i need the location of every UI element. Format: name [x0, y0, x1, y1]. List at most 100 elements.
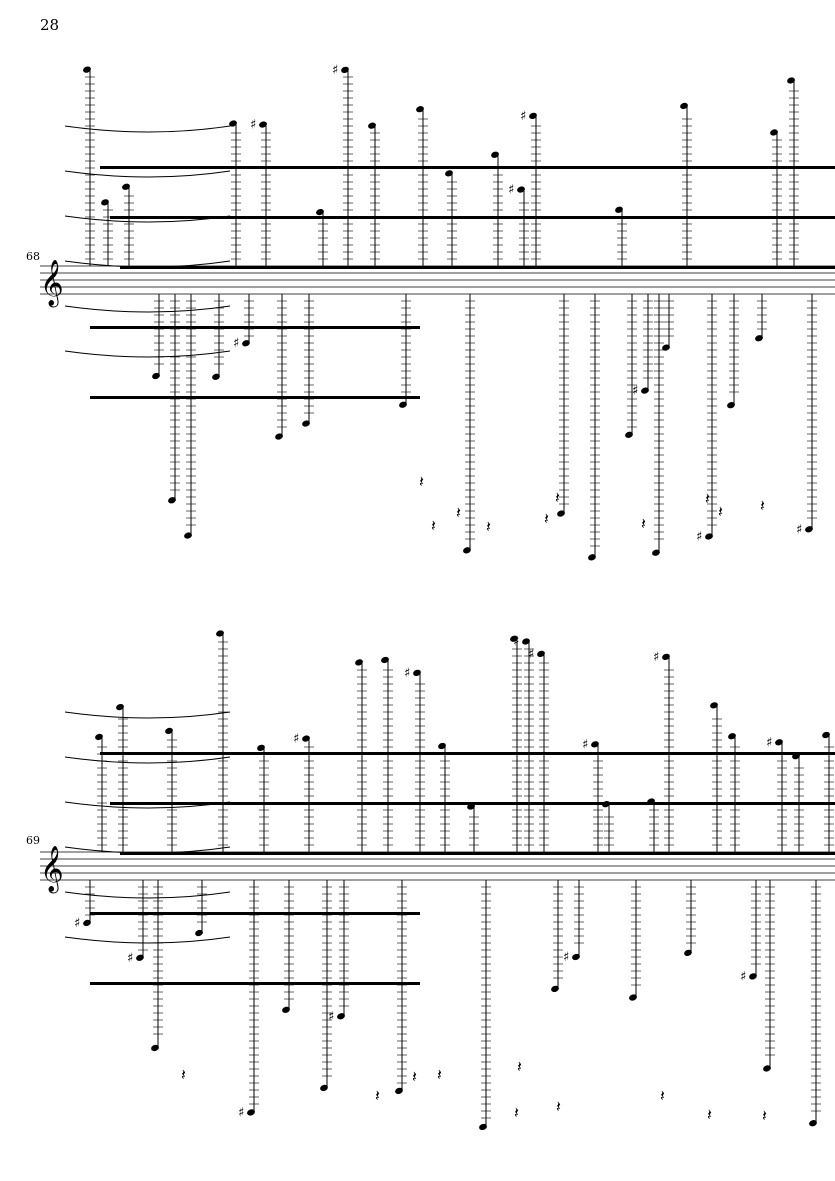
notehead: [320, 1084, 328, 1092]
rest-icon: 𝄽: [705, 489, 710, 508]
notehead: [749, 973, 757, 980]
notehead: [355, 659, 363, 666]
rest-icon: 𝄽: [514, 1103, 519, 1122]
notehead: [316, 208, 324, 216]
notehead: [551, 985, 559, 993]
notehead: [822, 731, 830, 739]
notehead: [588, 554, 596, 561]
notehead: [168, 497, 176, 504]
notehead: [529, 112, 537, 120]
sharp-icon: ♯: [632, 384, 638, 399]
tie: [64, 260, 231, 268]
rest-icon: 𝄽: [760, 496, 765, 515]
notehead: [705, 533, 713, 540]
notehead: [368, 122, 376, 129]
tie: [64, 215, 231, 223]
sharp-icon: ♯: [127, 951, 133, 966]
notehead: [805, 526, 813, 533]
rest-icon: 𝄽: [437, 1065, 442, 1084]
notehead: [83, 919, 91, 927]
notehead: [282, 1006, 290, 1013]
beam: [110, 802, 835, 805]
notehead: [491, 151, 499, 158]
tie: [64, 305, 231, 313]
notehead: [728, 733, 736, 740]
tie: [64, 125, 231, 133]
notehead: [479, 1123, 487, 1131]
sharp-icon: ♯: [250, 118, 256, 133]
notehead: [122, 183, 130, 190]
beam: [90, 982, 420, 985]
notehead: [572, 953, 580, 961]
notehead: [662, 344, 670, 351]
notehead: [615, 206, 623, 213]
rest-icon: 𝄽: [419, 472, 424, 491]
rest-icon: 𝄽: [556, 1097, 561, 1116]
system-68: 𝄞♯♯♯♯♯♯♯♯𝄽𝄽𝄽𝄽𝄽𝄽𝄽𝄽𝄽𝄽: [40, 63, 835, 561]
beam: [90, 396, 420, 399]
system-69: 𝄞♯♯♯♯♯♯♯♯♯♯♯♯♯𝄽𝄽𝄽𝄽𝄽𝄽𝄽𝄽𝄽𝄽: [40, 630, 835, 1131]
notehead: [257, 744, 265, 751]
beam: [120, 852, 835, 855]
notehead: [641, 387, 649, 394]
tie: [64, 891, 231, 899]
rest-icon: 𝄽: [544, 509, 549, 528]
notehead: [684, 949, 692, 956]
beam: [100, 752, 835, 755]
notehead: [259, 121, 267, 128]
notehead: [763, 1065, 771, 1072]
measure-number-69: 69: [26, 834, 40, 847]
sharp-icon: ♯: [796, 522, 802, 537]
notehead: [152, 372, 160, 380]
tie: [64, 936, 231, 944]
sharp-icon: ♯: [238, 1105, 244, 1120]
sharp-icon: ♯: [74, 916, 80, 931]
sharp-icon: ♯: [582, 737, 588, 752]
sharp-icon: ♯: [328, 1009, 334, 1024]
notehead: [662, 653, 670, 660]
notehead: [710, 702, 718, 709]
tie: [64, 711, 231, 719]
notehead: [510, 635, 518, 642]
beam: [100, 166, 835, 169]
notehead: [629, 994, 637, 1001]
sharp-icon: ♯: [233, 336, 239, 351]
notehead: [652, 549, 660, 556]
notehead: [83, 66, 91, 73]
beam: [120, 266, 835, 269]
beam: [110, 216, 835, 219]
page-number: 28: [40, 16, 60, 34]
notehead: [413, 669, 421, 677]
notehead: [101, 199, 109, 206]
notehead: [438, 742, 446, 750]
notehead: [381, 656, 389, 664]
notehead: [416, 106, 424, 113]
notehead: [809, 1120, 817, 1127]
treble-clef-icon: 𝄞: [40, 260, 64, 308]
notehead: [727, 402, 735, 409]
notehead: [229, 120, 237, 127]
notehead: [212, 373, 220, 380]
notehead: [755, 335, 763, 342]
rest-icon: 𝄽: [375, 1086, 380, 1105]
notehead: [95, 733, 103, 741]
notehead: [184, 532, 192, 539]
sharp-icon: ♯: [528, 647, 534, 662]
rest-icon: 𝄽: [486, 517, 491, 536]
notehead: [395, 1087, 403, 1095]
rest-icon: 𝄽: [456, 503, 461, 522]
rest-icon: 𝄽: [181, 1065, 186, 1084]
rest-icon: 𝄽: [555, 488, 560, 507]
rest-icon: 𝄽: [707, 1105, 712, 1124]
notehead: [151, 1044, 159, 1052]
notehead: [242, 340, 250, 347]
notehead: [302, 735, 310, 742]
sharp-icon: ♯: [696, 529, 702, 544]
rest-icon: 𝄽: [412, 1067, 417, 1086]
notehead: [216, 630, 224, 637]
notehead: [770, 129, 778, 136]
sharp-icon: ♯: [563, 950, 569, 965]
notehead: [341, 66, 349, 74]
notehead: [337, 1013, 345, 1020]
